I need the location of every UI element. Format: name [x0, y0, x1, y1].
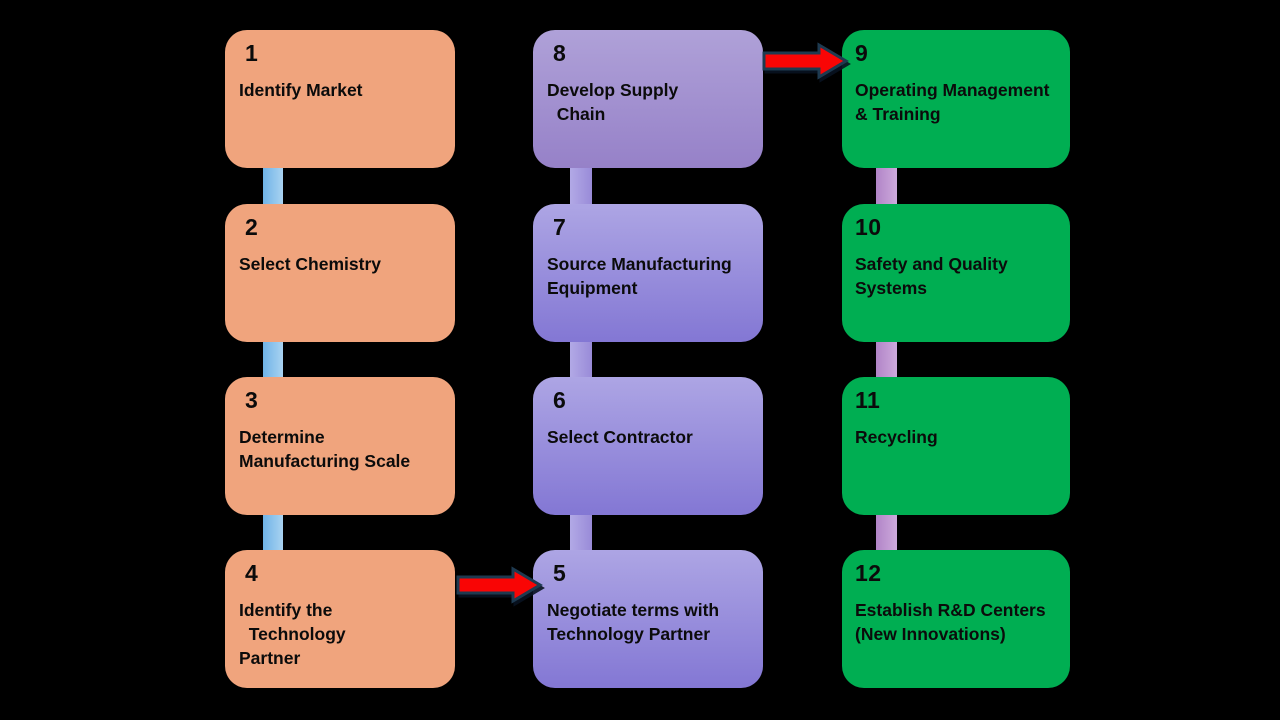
- step-label: Operating Management & Training: [855, 80, 1050, 124]
- connector-7-6: [570, 332, 592, 386]
- connector-8-7: [570, 158, 592, 212]
- step-label: Identify the Technology Partner: [239, 600, 346, 668]
- step-box-6: 6 Select Contractor: [533, 377, 763, 515]
- connector-6-5: [570, 505, 592, 559]
- step-box-3: 3 Determine Manufacturing Scale: [225, 377, 455, 515]
- step-box-9: 9 Operating Management & Training: [842, 30, 1070, 168]
- arrow-4-to-5-icon: [456, 566, 543, 604]
- step-label: Recycling: [855, 427, 938, 447]
- step-box-5: 5 Negotiate terms with Technology Partne…: [533, 550, 763, 688]
- step-label: Identify Market: [239, 80, 363, 100]
- step-number: 9: [855, 40, 869, 66]
- step-box-11: 11 Recycling: [842, 377, 1070, 515]
- step-label: Source Manufacturing Equipment: [547, 254, 732, 298]
- step-box-2: 2 Select Chemistry: [225, 204, 455, 342]
- connector-1-2: [263, 158, 283, 212]
- step-number: 6: [553, 387, 567, 413]
- step-number: 11: [855, 387, 881, 413]
- step-label: Determine Manufacturing Scale: [239, 427, 411, 471]
- connector-2-3: [263, 332, 283, 386]
- step-label: Establish R&D Centers (New Innovations): [855, 600, 1046, 644]
- step-label: Select Chemistry: [239, 254, 382, 274]
- arrow-8-to-9-icon: [762, 42, 849, 80]
- step-label: Select Contractor: [547, 427, 693, 447]
- step-number: 10: [855, 214, 882, 240]
- step-box-4: 4 Identify the Technology Partner: [225, 550, 455, 688]
- step-number: 8: [553, 40, 567, 66]
- step-number: 3: [245, 387, 259, 413]
- step-number: 4: [245, 560, 259, 586]
- step-label: Negotiate terms with Technology Partner: [547, 600, 720, 644]
- connector-11-12: [876, 505, 897, 559]
- step-number: 7: [553, 214, 567, 240]
- step-label: Develop Supply Chain: [547, 80, 679, 124]
- connector-9-10: [876, 158, 897, 212]
- step-number: 5: [553, 560, 567, 586]
- step-box-10: 10 Safety and Quality Systems: [842, 204, 1070, 342]
- step-number: 1: [245, 40, 259, 66]
- step-label: Safety and Quality Systems: [855, 254, 1008, 298]
- step-box-12: 12 Establish R&D Centers (New Innovation…: [842, 550, 1070, 688]
- connector-3-4: [263, 505, 283, 559]
- step-box-1: 1 Identify Market: [225, 30, 455, 168]
- step-box-8: 8 Develop Supply Chain: [533, 30, 763, 168]
- step-box-7: 7 Source Manufacturing Equipment: [533, 204, 763, 342]
- step-number: 2: [245, 214, 259, 240]
- step-number: 12: [855, 560, 882, 586]
- connector-10-11: [876, 332, 897, 386]
